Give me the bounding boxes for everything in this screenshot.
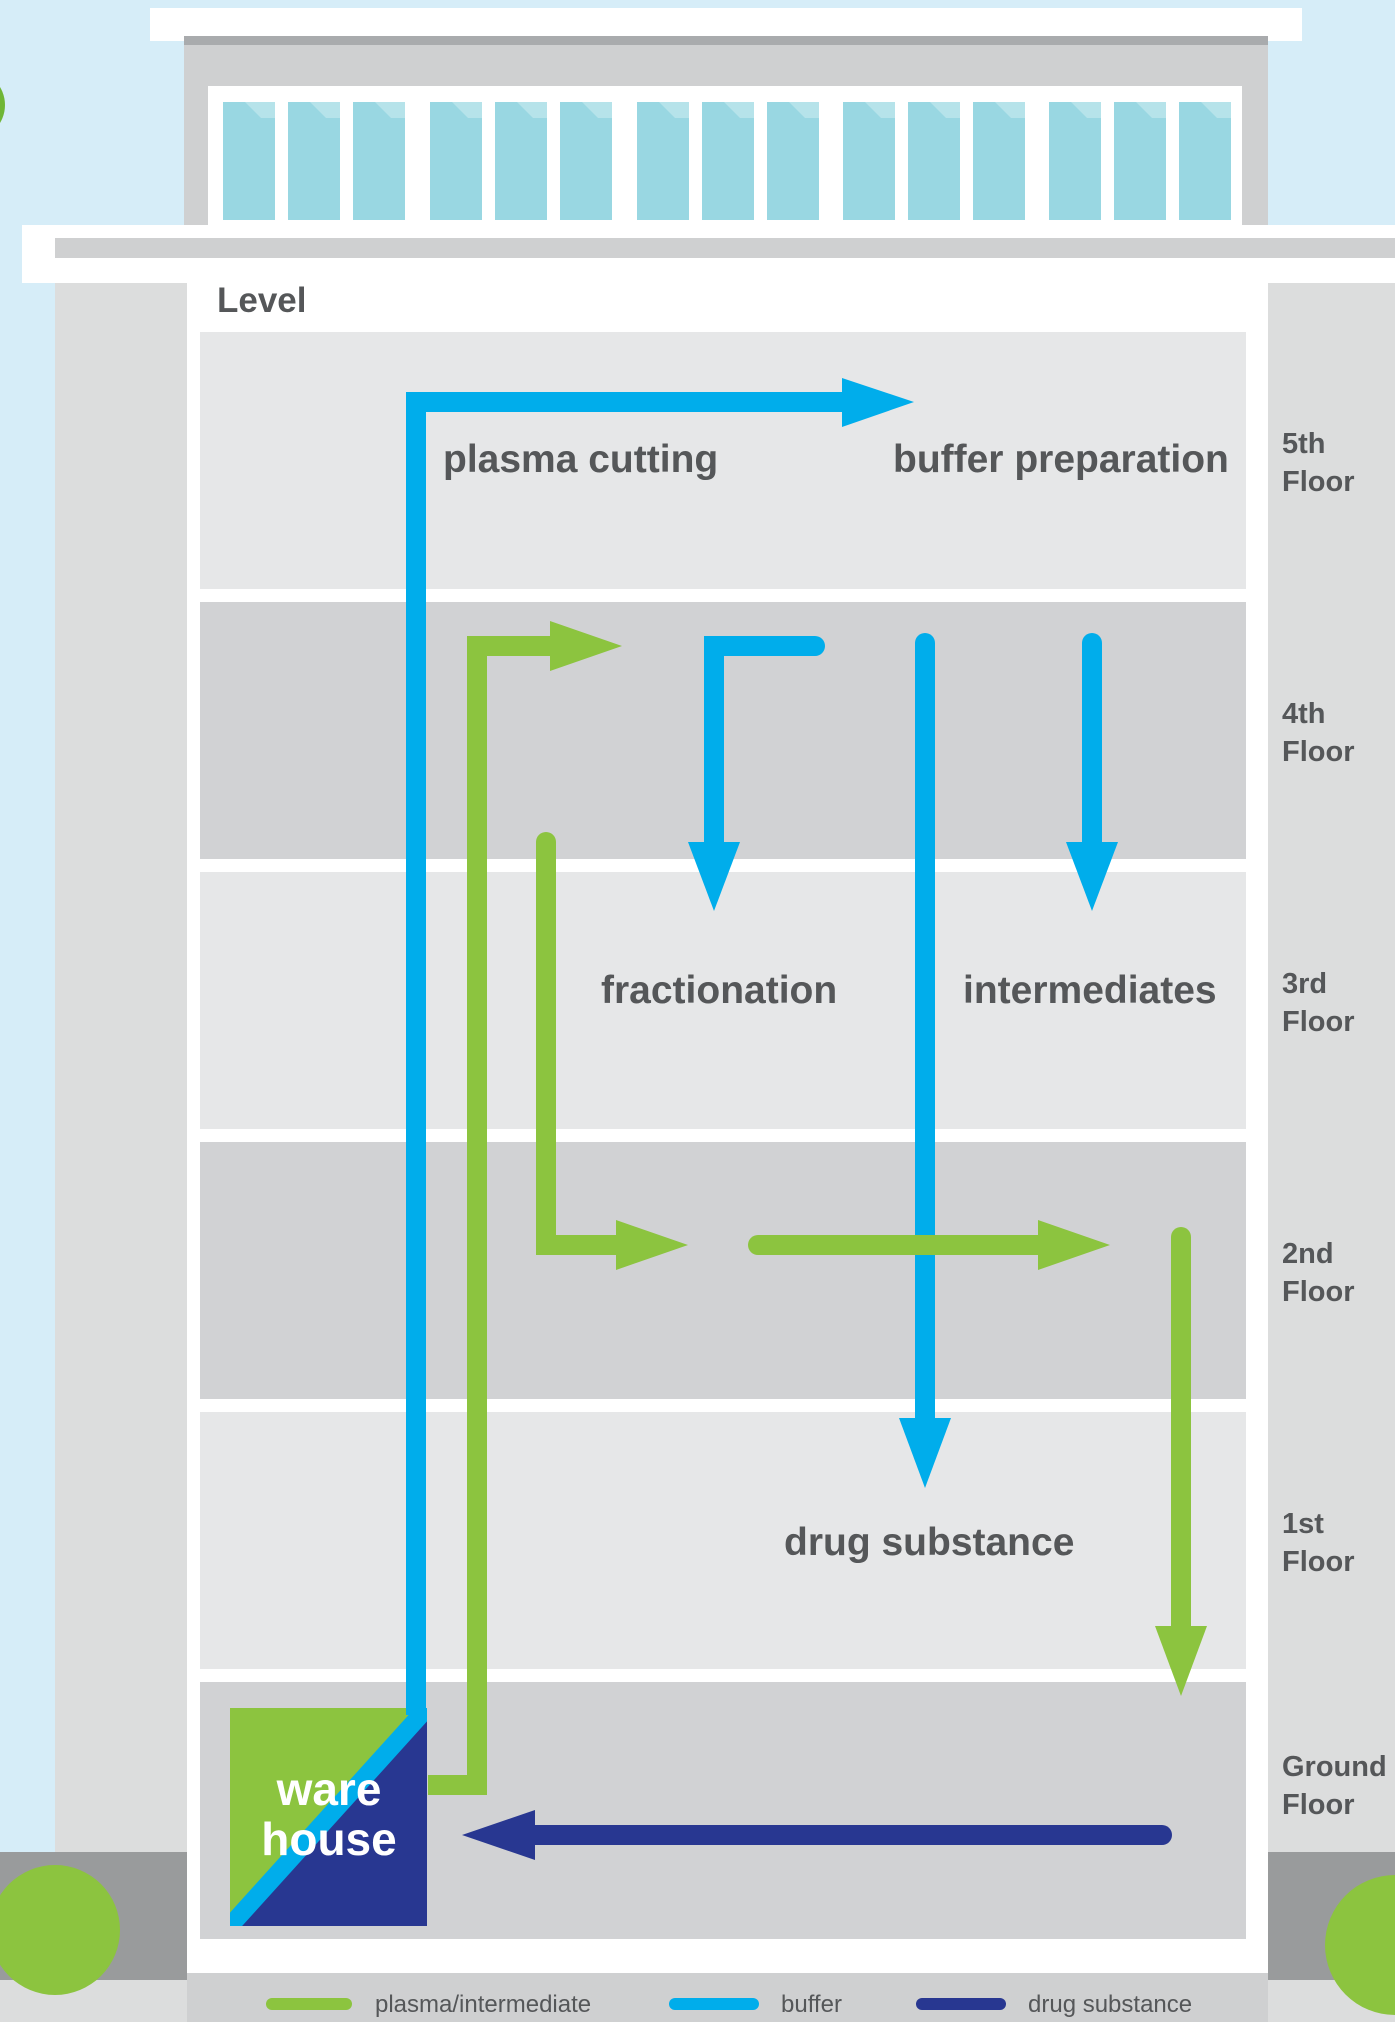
floor-3 — [200, 872, 1246, 1129]
warehouse-label-1: ware — [276, 1763, 382, 1815]
window-glare — [582, 102, 612, 118]
room-buffer-preparation: buffer preparation — [893, 438, 1229, 481]
window-glare — [517, 102, 547, 118]
warehouse-block: ware house — [230, 1708, 427, 1926]
plasma-path-to-plasma-cutting — [428, 636, 560, 1795]
window-pane — [843, 102, 895, 220]
window-glare — [789, 102, 819, 118]
window-pane — [288, 102, 340, 220]
window-glare — [452, 102, 482, 118]
room-plasma-cutting: plasma cutting — [443, 438, 718, 481]
arrow-to-intermediates — [1066, 842, 1118, 911]
window-pane — [973, 102, 1025, 220]
floor-5 — [200, 332, 1246, 589]
window-pane — [495, 102, 547, 220]
window-glare — [310, 102, 340, 118]
room-drug-substance: drug substance — [784, 1521, 1074, 1564]
window-glare — [659, 102, 689, 118]
window-pane — [1049, 102, 1101, 220]
arrow-to-drug-substance — [899, 1418, 951, 1488]
window-glare — [930, 102, 960, 118]
warehouse-label-2: house — [261, 1813, 396, 1865]
window-pane — [767, 102, 819, 220]
floor-1 — [200, 1412, 1246, 1669]
window-pane — [1114, 102, 1166, 220]
window-glare — [375, 102, 405, 118]
legend-bar — [187, 1973, 1268, 2022]
arrow-to-fractionation — [688, 842, 740, 911]
right-wall — [1268, 283, 1395, 1873]
arrow-2nd-floor-left — [616, 1220, 688, 1270]
level-header: Level — [217, 281, 307, 320]
arrow-2nd-floor-right — [1038, 1220, 1110, 1270]
room-fractionation: fractionation — [601, 969, 837, 1012]
drug-substance-flow — [462, 1810, 1172, 1860]
floor-2 — [200, 1142, 1246, 1399]
legend-label-buffer: buffer — [781, 1991, 842, 2018]
legend-label-drug: drug substance — [1028, 1991, 1192, 2018]
window-pane — [702, 102, 754, 220]
plasma-flow — [428, 621, 1207, 1795]
buffer-path-to-fractionation — [704, 636, 825, 860]
arrow-to-buffer-prep — [842, 378, 914, 427]
bush-right — [1325, 1875, 1395, 2015]
plasma-path-to-2nd-floor — [536, 832, 636, 1255]
arrow-to-ground — [1155, 1626, 1207, 1696]
buffer-path-to-buffer-prep — [406, 392, 848, 1715]
arrow-to-warehouse — [462, 1810, 535, 1860]
legend-label-plasma: plasma/intermediate — [375, 1991, 591, 2018]
left-wall — [55, 283, 187, 1873]
window-pane — [1179, 102, 1231, 220]
room-intermediates: intermediates — [963, 969, 1217, 1012]
window-pane — [908, 102, 960, 220]
tree-decoration — [0, 86, 5, 124]
window-glare — [865, 102, 895, 118]
window-glare — [245, 102, 275, 118]
window-pane — [430, 102, 482, 220]
window-pane — [353, 102, 405, 220]
legend: plasma/intermediate buffer drug substanc… — [266, 1991, 1192, 2018]
window-glare — [1136, 102, 1166, 118]
arrow-from-warehouse — [550, 621, 622, 671]
buffer-flow — [406, 378, 1118, 1715]
window-pane — [223, 102, 275, 220]
window-glare — [1201, 102, 1231, 118]
window-pane — [560, 102, 612, 220]
penthouse-windows — [223, 102, 1231, 220]
window-pane — [637, 102, 689, 220]
bush-left — [0, 1865, 120, 1995]
roof-cap — [150, 8, 1302, 41]
window-glare — [724, 102, 754, 118]
window-glare — [995, 102, 1025, 118]
window-glare — [1071, 102, 1101, 118]
